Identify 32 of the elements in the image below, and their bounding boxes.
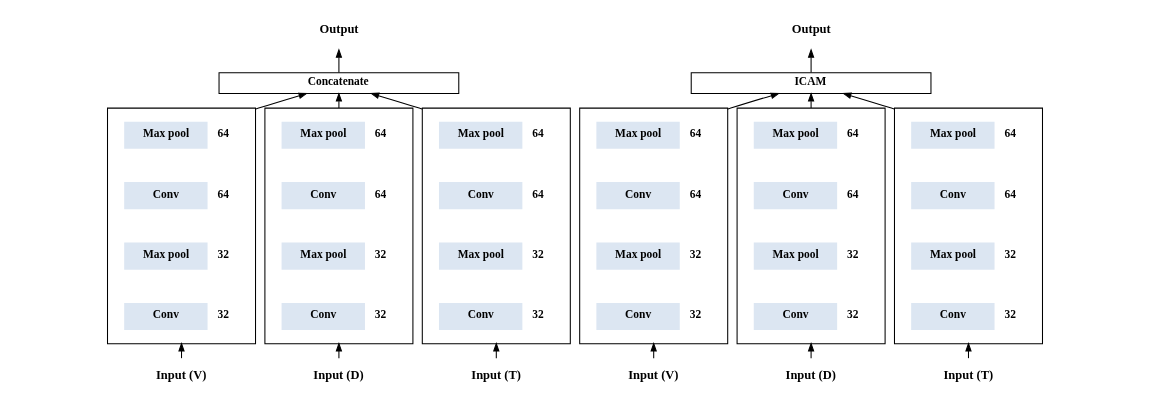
node-label: 64 xyxy=(689,127,702,140)
node-label: 64 xyxy=(532,187,544,200)
node-label: 64 xyxy=(374,187,387,200)
node-label: 64 xyxy=(217,127,229,140)
node-label: 32 xyxy=(217,247,229,260)
node-label: 32 xyxy=(532,308,544,321)
node-text: Input (T) xyxy=(471,368,521,383)
node-label: 32 xyxy=(532,247,544,260)
node-label: 32 xyxy=(217,308,229,321)
node-label: 32 xyxy=(689,247,702,260)
node-label: 32 xyxy=(1004,247,1016,260)
node-text: Input (T) xyxy=(943,368,994,383)
node-label: 32 xyxy=(1004,308,1016,321)
node-label: 64 xyxy=(1004,187,1016,200)
node-text: Output xyxy=(319,22,359,37)
node-label: 64 xyxy=(374,127,387,140)
node-text: Output xyxy=(791,22,831,37)
node-text: Input (V) xyxy=(628,368,679,383)
node-label: 32 xyxy=(689,308,702,321)
node-label: 32 xyxy=(374,308,387,321)
node-label: 64 xyxy=(847,127,859,140)
node-label: 64 xyxy=(1004,127,1016,140)
node-label: 32 xyxy=(374,247,387,260)
node-label: 32 xyxy=(847,247,859,260)
node-text: Input (D) xyxy=(313,368,364,383)
node-label: 64 xyxy=(847,187,859,200)
node-text: Input (D) xyxy=(785,368,836,383)
node-label: 32 xyxy=(847,308,859,321)
node-label: 64 xyxy=(532,127,544,140)
node-label: 64 xyxy=(689,187,702,200)
node-text: Input (V) xyxy=(155,368,207,383)
node-label: 64 xyxy=(217,187,229,200)
